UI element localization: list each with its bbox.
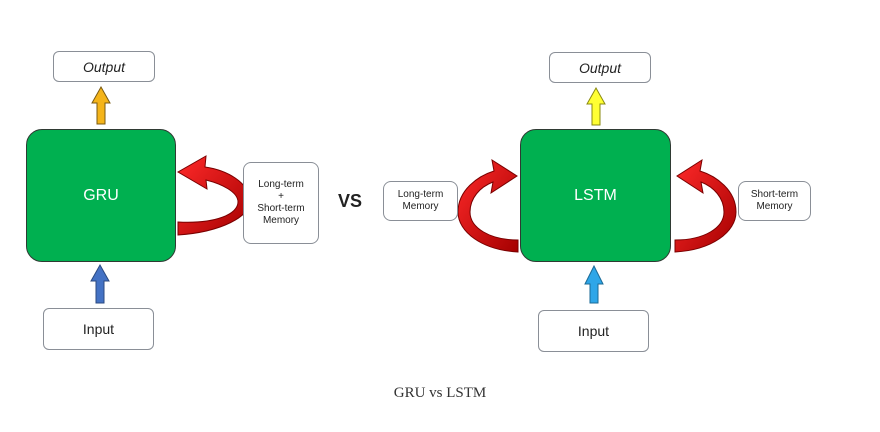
gru-cell-label: GRU bbox=[83, 186, 119, 204]
gru-memory-line-3: Short-term bbox=[257, 203, 305, 214]
gru-input-arrow bbox=[90, 263, 110, 304]
gru-input-label: Input bbox=[82, 321, 115, 337]
lstm-left-memory-box: Long-term Memory bbox=[383, 181, 458, 221]
lstm-right-memory-line-1: Short-term bbox=[750, 189, 799, 200]
gru-output-label: Output bbox=[82, 58, 126, 75]
lstm-right-memory-line-2: Memory bbox=[756, 201, 793, 212]
lstm-input-arrow bbox=[584, 264, 604, 304]
lstm-right-memory-box: Short-term Memory bbox=[738, 181, 811, 221]
lstm-left-memory-line-2: Memory bbox=[402, 201, 439, 212]
gru-memory-box: Long-term + Short-term Memory bbox=[243, 162, 319, 244]
lstm-output-arrow bbox=[586, 86, 606, 126]
lstm-left-memory-line-1: Long-term bbox=[397, 189, 444, 200]
lstm-right-recurrent-arrow bbox=[674, 158, 737, 253]
vs-label: VS bbox=[338, 191, 363, 211]
gru-input-box: Input bbox=[43, 308, 154, 350]
figure-caption: GRU vs LSTM bbox=[393, 385, 487, 401]
gru-cell: GRU bbox=[26, 129, 176, 262]
lstm-input-box: Input bbox=[538, 310, 649, 352]
lstm-cell-label: LSTM bbox=[574, 186, 617, 204]
gru-memory-line-1: Long-term bbox=[258, 179, 304, 190]
lstm-output-box: Output bbox=[549, 52, 651, 83]
gru-memory-line-4: Memory bbox=[262, 215, 300, 226]
gru-output-box: Output bbox=[53, 51, 155, 82]
lstm-left-recurrent-arrow bbox=[457, 158, 519, 253]
gru-memory-line-2: + bbox=[278, 191, 284, 202]
lstm-input-label: Input bbox=[577, 323, 610, 339]
lstm-output-label: Output bbox=[578, 59, 622, 76]
lstm-cell: LSTM bbox=[520, 129, 671, 262]
gru-output-arrow bbox=[91, 85, 111, 125]
gru-recurrent-arrow bbox=[177, 155, 251, 236]
